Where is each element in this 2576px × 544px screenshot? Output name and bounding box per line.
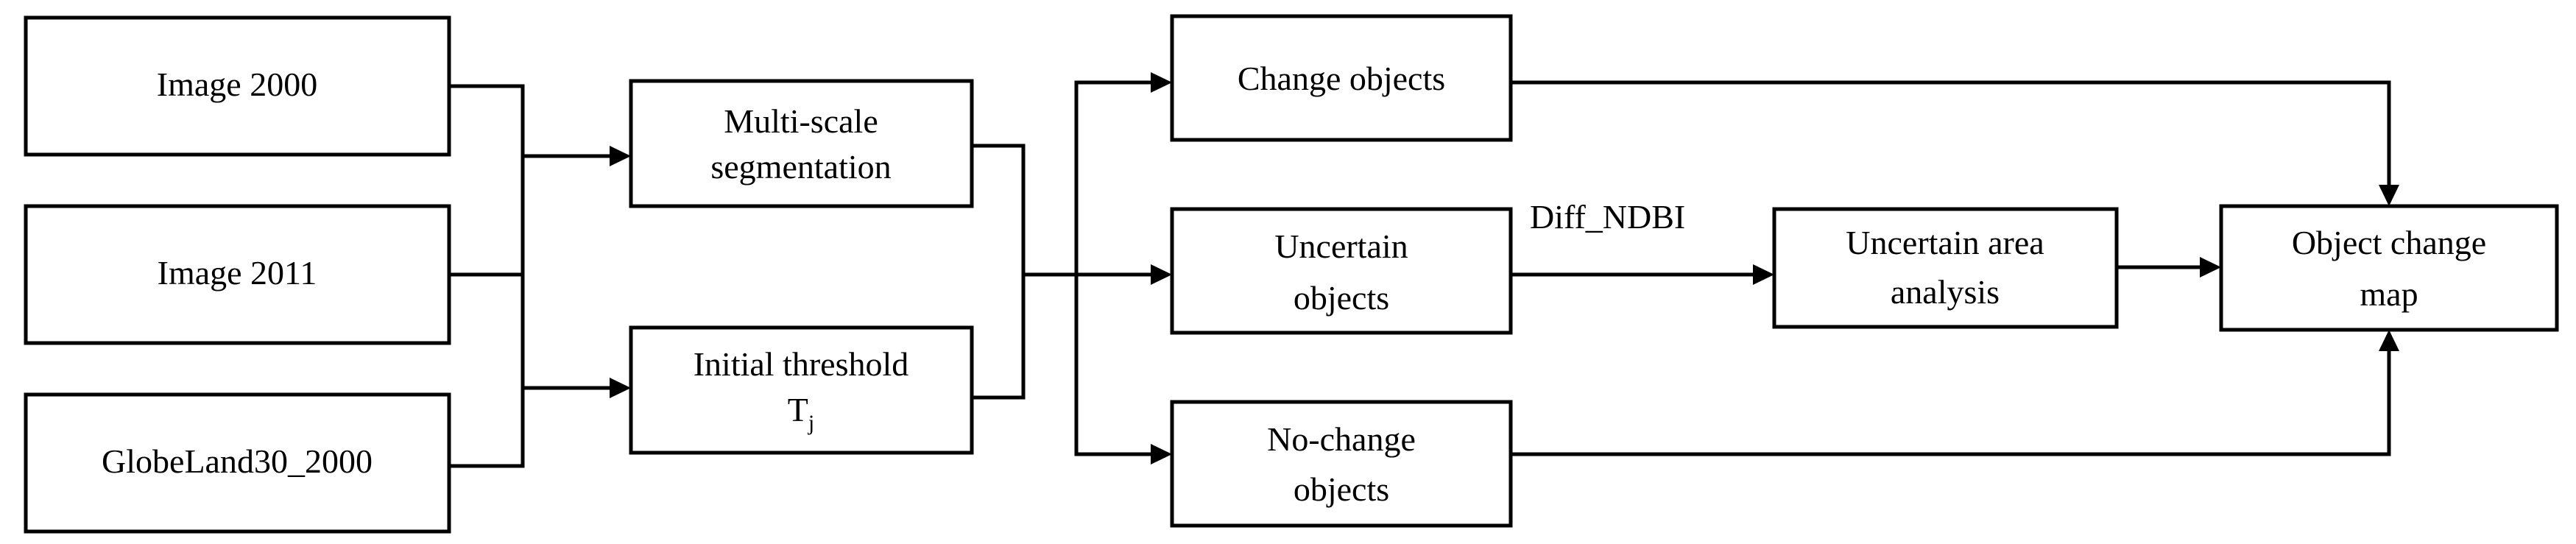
connector-inputs [449,84,631,468]
node-threshold-symbol: Tj [788,391,814,435]
threshold-symbol-main: T [788,391,808,428]
node-image-2011: Image 2011 [24,204,451,345]
arrowhead-to-analysis [1753,264,1774,285]
node-segmentation-line1: Multi-scale [724,102,878,140]
node-analysis-line1: Uncertain area [1846,224,2044,261]
node-change-objects: Change objects [1170,14,1513,142]
node-object-change-map: Object change map [2219,204,2559,332]
arrowhead-change-to-map [2379,185,2399,206]
node-image-2000: Image 2000 [24,15,451,157]
node-initial-threshold: Initial threshold Tj [629,325,974,455]
connector-outputs [1511,80,2399,456]
node-segmentation-line2: segmentation [710,148,891,186]
arrowhead-to-map [2200,257,2221,278]
arrowhead-to-threshold [610,378,631,398]
edge-label-diff-ndbi: Diff_NDBI [1530,198,1685,236]
arrowhead-to-no-change-objects [1151,444,1172,464]
node-uncertain-objects: Uncertain objects [1170,207,1513,335]
node-threshold-line1: Initial threshold [694,345,909,383]
arrowhead-to-segmentation [610,146,631,166]
node-uncertain-area-analysis: Uncertain area analysis [1772,207,2119,329]
node-change-objects-label: Change objects [1238,60,1445,97]
node-map-line1: Object change [2292,224,2486,261]
node-no-change-objects-line1: No-change [1267,420,1416,458]
node-image-2011-label: Image 2011 [158,254,317,292]
node-uncertain-objects-line1: Uncertain [1274,227,1408,265]
arrowhead-no-change-to-map [2379,330,2399,351]
threshold-symbol-subscript: j [808,411,814,435]
node-no-change-objects: No-change objects [1170,400,1513,528]
node-multi-scale-segmentation: Multi-scale segmentation [629,79,974,208]
arrowhead-to-change-objects [1151,72,1172,93]
node-analysis-line2: analysis [1891,273,2000,311]
node-uncertain-objects-line2: objects [1294,279,1389,317]
node-image-2000-label: Image 2000 [157,66,317,103]
connector-classification [972,72,1172,464]
arrowhead-to-uncertain-objects [1151,264,1172,285]
node-globeland30: GlobeLand30_2000 [24,392,451,534]
node-globeland30-label: GlobeLand30_2000 [102,442,373,480]
node-no-change-objects-line2: objects [1294,470,1389,508]
node-map-line2: map [2360,275,2418,313]
